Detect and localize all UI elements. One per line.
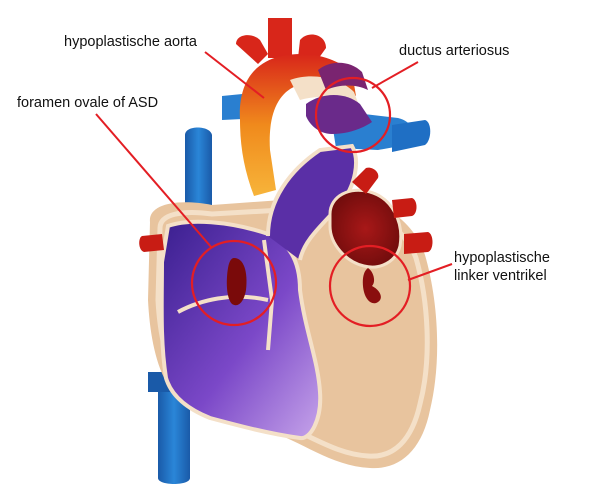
label-hypoplastic-left-ventricle: hypoplastische linker ventrikel — [454, 249, 550, 285]
ductus-leader — [372, 62, 418, 88]
label-foramen-ovale: foramen ovale of ASD — [17, 94, 158, 112]
label-ductus-arteriosus: ductus arteriosus — [399, 42, 509, 60]
label-hypoplastic-aorta: hypoplastische aorta — [64, 33, 197, 51]
foramen-opening — [227, 258, 247, 305]
label-lv-line2: linker ventrikel — [454, 267, 550, 285]
label-lv-line1: hypoplastische — [454, 249, 550, 267]
